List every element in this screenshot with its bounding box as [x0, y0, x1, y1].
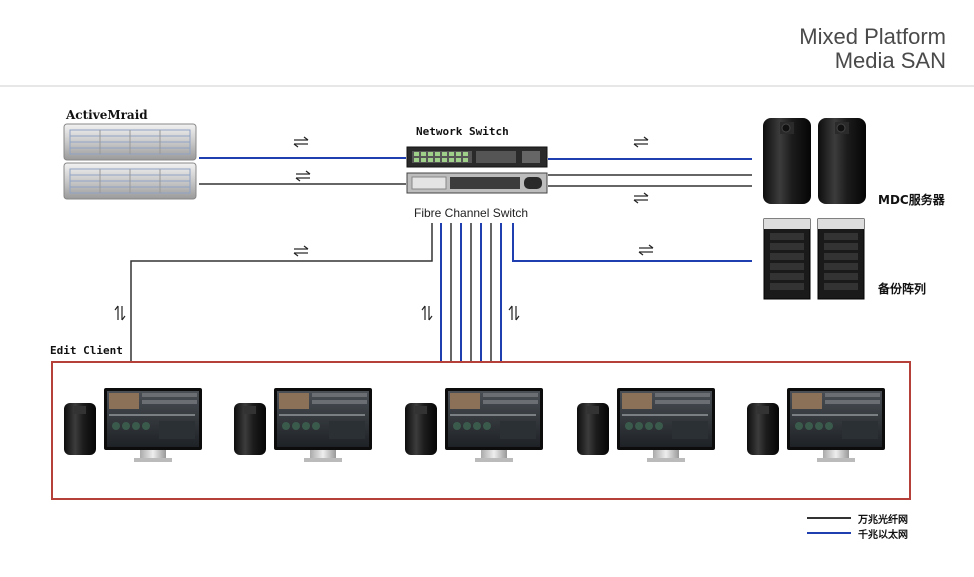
- storage-array-icon: [63, 123, 197, 200]
- fibre-channel-switch-icon: [406, 172, 548, 194]
- bidirectional-arrow-icon: [114, 136, 654, 321]
- page-title-line-2: Media SAN: [834, 48, 946, 73]
- edit-client-label: Edit Client: [50, 344, 123, 357]
- backup-array-label: 备份阵列: [878, 282, 927, 296]
- connections: [130, 157, 752, 362]
- storage-label: ActiveMraid: [66, 108, 148, 122]
- legend-fiber-label: 万兆光纤网: [858, 515, 908, 526]
- fc-switch-label: Fibre Channel Switch: [414, 206, 529, 220]
- ethernet-link-backup: [512, 223, 752, 262]
- workstation-icon: [64, 388, 885, 462]
- legend-ethernet-label: 千兆以太网: [858, 530, 908, 541]
- network-switch-label: Network Switch: [416, 125, 509, 138]
- mdc-server-label: MDC服务器: [878, 193, 945, 207]
- fiber-link-client: [130, 223, 433, 361]
- page-title-line-1: Mixed Platform: [799, 24, 946, 49]
- network-switch-icon: [406, 146, 548, 168]
- backup-array-icon: [763, 218, 865, 300]
- mdc-server-icon: [763, 118, 866, 204]
